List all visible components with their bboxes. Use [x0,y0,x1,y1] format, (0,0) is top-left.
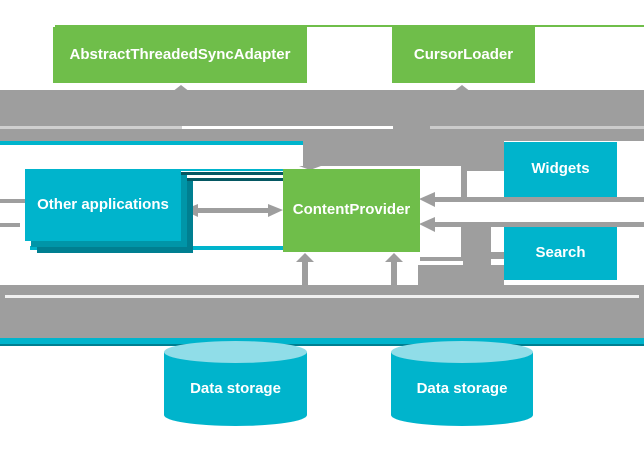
node-label: AbstractThreadedSyncAdapter [69,45,291,63]
node-label: Data storage [416,379,508,397]
arrowhead-up-sync-adapter [172,85,190,92]
node-label: Data storage [190,379,281,397]
node-other-applications: Other applications [25,169,181,241]
node-widgets: Widgets [504,142,617,197]
node-cursor-loader: CursorLoader [392,27,535,83]
artifact-cyan-strip [0,338,644,346]
node-content-provider: ContentProvider [283,169,420,252]
artifact-cyan-line [0,141,303,145]
node-data-storage-left: Data storage [164,352,307,424]
node-label: Search [535,244,586,262]
arrow-center-block [299,141,504,170]
node-label: ContentProvider [292,201,411,219]
artifact-green-line [55,25,644,27]
band-separator [0,126,644,129]
arrowhead-left-widgets [419,192,435,207]
arrow-widgets-to-content-provider [419,163,644,207]
node-search: Search [504,227,617,280]
node-label: CursorLoader [413,45,514,63]
arrow-storage-left-up [296,253,314,298]
arrowhead-up-cursor-loader [453,85,471,92]
node-label: Other applications [37,195,169,213]
node-abstract-threaded-sync-adapter: AbstractThreadedSyncAdapter [53,27,307,83]
arrow-search-to-content-provider [418,217,644,285]
artifact-left-stubs [0,199,25,227]
node-label: Widgets [531,160,590,178]
arrow-band-upper [0,85,644,126]
arrow-band-bottom [0,285,644,338]
arrow-storage-right-up [385,253,403,298]
arrow-other-apps-bidirectional [183,204,283,217]
arrowhead-down-content-provider [299,166,321,170]
cylinder-data-storage-left [164,341,307,426]
cylinder-data-storage-right [391,341,533,426]
arrowhead-left-search [419,217,435,232]
arrow-band-lower [0,129,644,141]
node-data-storage-right: Data storage [391,352,533,424]
